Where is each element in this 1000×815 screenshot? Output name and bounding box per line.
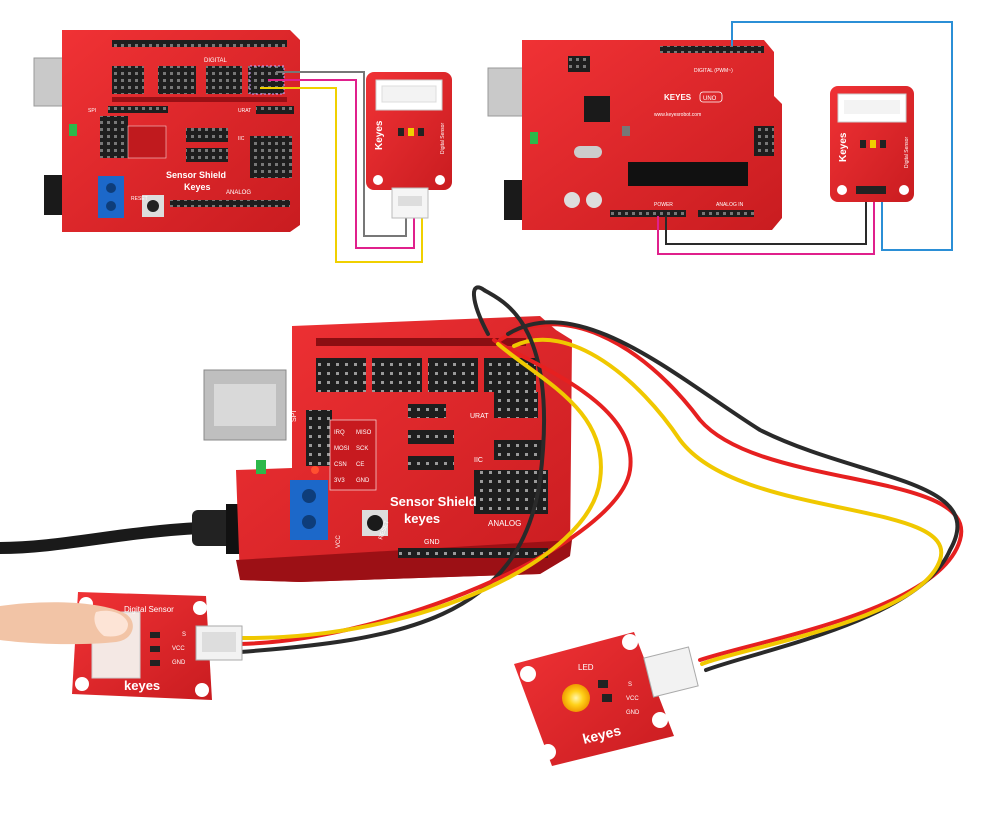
led-module-pin-vcc: VCC (626, 696, 639, 702)
label-analog-small: ANALOG (226, 190, 251, 196)
label-iic-small: IIC (238, 136, 245, 142)
terminal-block (98, 176, 124, 218)
wires-bottom (238, 285, 964, 672)
uno-label-analog: ANALOG IN (716, 202, 744, 208)
bt-label-3: 3V3 (334, 478, 345, 484)
label-title-small-1: Sensor Shield (166, 170, 226, 180)
led-module-pin-gnd: GND (626, 710, 640, 716)
led-module-pin-s: S (628, 682, 632, 688)
bt-label-0: IRQ (334, 430, 345, 436)
bt-label-2: CSN (334, 462, 347, 468)
bt-label-right-1: SCK (356, 446, 368, 452)
big-label-analog: ANALOG (488, 519, 521, 528)
label-digital-small: DIGITAL (204, 58, 228, 64)
uno-label-model: UNO (703, 96, 717, 102)
touch-sensor-pin-s: S (182, 632, 186, 638)
sensor-left-brand: Keyes (374, 120, 385, 150)
big-label-gnd: GND (424, 539, 440, 546)
big-label-spi: SPI (291, 411, 298, 422)
touch-sensor-pin-vcc: VCC (172, 646, 185, 652)
shield-diagram-left: DIGITAL Sensor Shield Keyes URAT IIC ANA… (33, 30, 300, 232)
uno-label-digital: DIGITAL (PWM~) (694, 68, 733, 74)
label-spi-small: SPI (88, 108, 96, 114)
big-label-urat: URAT (470, 413, 489, 420)
uno-label-url: www.keyesrobot.com (654, 112, 701, 118)
big-label-vcc: VCC (336, 535, 342, 548)
bt-label-right-0: MISO (356, 430, 372, 436)
label-reset-small: RESET (131, 196, 148, 202)
power-cable (0, 504, 262, 554)
bt-label-right-2: CE (356, 462, 364, 468)
touch-sensor-name: Digital Sensor (124, 605, 174, 614)
uno-label-brand: KEYES (664, 93, 692, 102)
sensor-right-name: Digital Sensor (904, 137, 910, 168)
label-urat-small: URAT (238, 108, 251, 114)
shield-board-big: SPI URAT IIC Sensor Shield keyes ANALOG … (236, 316, 572, 582)
led-lit (562, 684, 590, 712)
touch-sensor-brand: keyes (124, 678, 160, 693)
led-module-name: LED (578, 663, 594, 672)
finger (0, 602, 133, 645)
wires-uno-diagram (657, 21, 953, 255)
big-label-title-2: keyes (404, 511, 440, 526)
sensor-left-name: Digital Sensor (440, 123, 446, 154)
wires-left-diagram (260, 71, 423, 263)
bt-label-1: MOSI (334, 446, 350, 452)
big-label-iic: IIC (474, 457, 483, 464)
led-module: LED keyes S VCC GND (514, 632, 699, 766)
digital-sensor-diagram-right: Keyes Digital Sensor (830, 86, 914, 202)
uno-label-power: POWER (654, 202, 673, 208)
uno-diagram: DIGITAL (PWM~) KEYES UNO www.keyesrobot.… (487, 40, 782, 230)
digital-sensor-diagram-left: Keyes Digital Sensor (366, 72, 452, 219)
label-title-small-2: Keyes (184, 182, 211, 192)
touch-sensor-pin-gnd: GND (172, 660, 186, 666)
sensor-right-brand: Keyes (838, 132, 849, 162)
bt-label-right-3: GND (356, 478, 370, 484)
big-label-title-1: Sensor Shield (390, 494, 477, 509)
